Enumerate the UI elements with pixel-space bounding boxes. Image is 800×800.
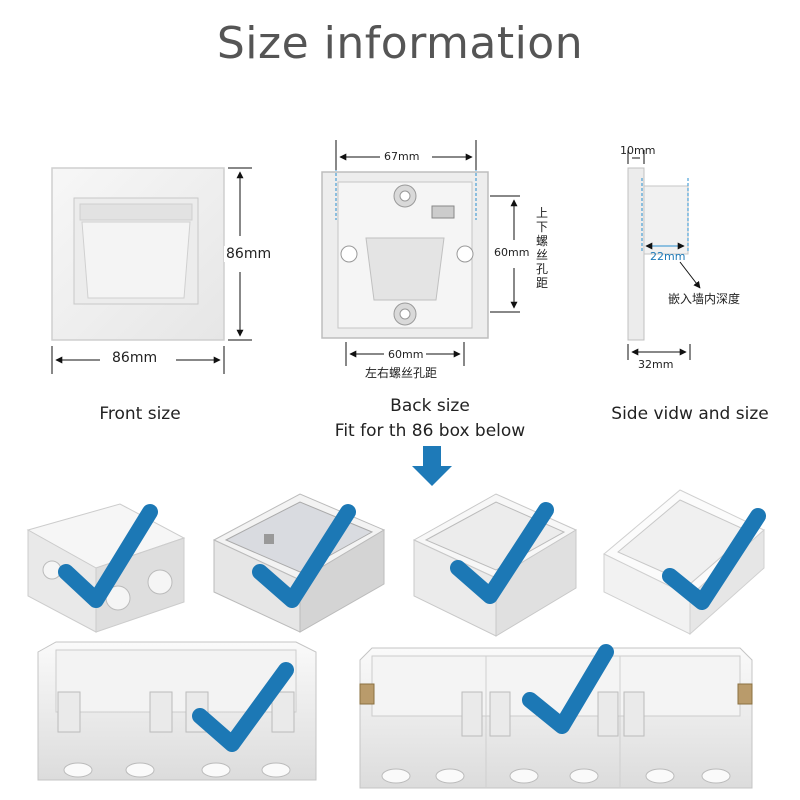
front-plate-drawing bbox=[51, 167, 225, 341]
back-plate-drawing bbox=[321, 168, 489, 339]
back-bottom-spacing-label: 60mm bbox=[388, 348, 424, 361]
junction-box-double bbox=[37, 641, 317, 781]
note-char: 下 bbox=[536, 220, 549, 234]
side-thickness-label: 10mm bbox=[620, 144, 656, 157]
note-char: 丝 bbox=[536, 248, 549, 262]
checkmark-icon bbox=[252, 504, 356, 608]
back-top-spacing-label: 67mm bbox=[384, 150, 420, 163]
note-char: 距 bbox=[536, 276, 549, 290]
junction-box-2 bbox=[212, 493, 386, 633]
front-width-dimension bbox=[51, 346, 225, 374]
back-right-note: 上 下 螺 丝 孔 距 bbox=[536, 206, 550, 290]
note-char: 孔 bbox=[536, 262, 549, 276]
side-total-depth-label: 32mm bbox=[638, 358, 674, 371]
back-bottom-dimension bbox=[345, 342, 465, 366]
back-right-dimension bbox=[490, 195, 520, 313]
side-view-caption: Side vidw and size bbox=[611, 404, 769, 424]
side-embed-depth-label: 22mm bbox=[650, 250, 686, 263]
back-size-caption: Back size bbox=[390, 396, 470, 416]
side-embed-note: 嵌入墙内深度 bbox=[668, 292, 741, 306]
front-size-caption: Front size bbox=[99, 404, 181, 424]
checkmark-icon bbox=[662, 508, 766, 610]
front-width-label: 86mm bbox=[112, 350, 158, 366]
back-fit-caption: Fit for th 86 box below bbox=[334, 421, 526, 441]
front-height-label: 86mm bbox=[224, 246, 274, 262]
back-top-dimension bbox=[335, 140, 477, 170]
note-char: 上 bbox=[536, 206, 549, 220]
checkmark-icon bbox=[522, 644, 614, 734]
side-view-drawing bbox=[627, 150, 701, 360]
checkmark-icon bbox=[192, 662, 294, 752]
checkmark-icon bbox=[450, 502, 554, 604]
front-height-dimension bbox=[228, 167, 252, 341]
back-bottom-note: 左右螺丝孔距 bbox=[365, 366, 438, 380]
junction-box-1 bbox=[26, 503, 186, 633]
junction-box-4 bbox=[603, 489, 765, 636]
down-arrow-icon bbox=[412, 446, 452, 486]
checkmark-icon bbox=[58, 504, 158, 608]
back-right-spacing-label: 60mm bbox=[494, 246, 530, 259]
page-title: Size information bbox=[216, 18, 584, 69]
note-char: 螺 bbox=[536, 234, 549, 248]
